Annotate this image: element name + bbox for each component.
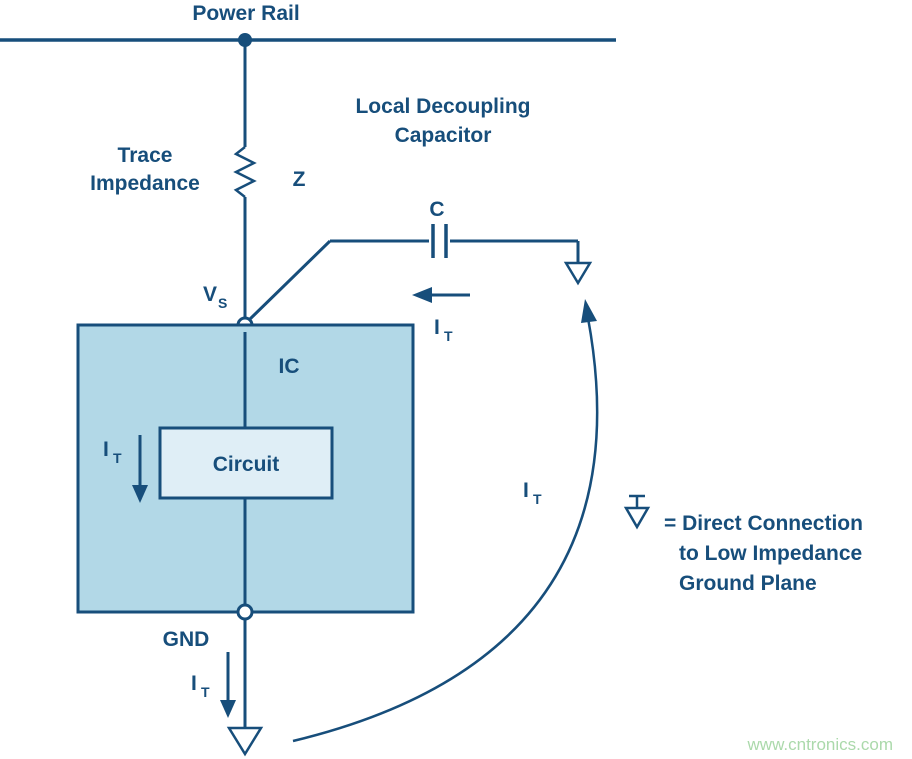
cap-current-arrowhead	[412, 287, 432, 303]
local-decoupling-label-line1: Local Decoupling	[355, 95, 530, 118]
return-current-it-subscript: T	[533, 491, 542, 507]
gnd-current-it-subscript: T	[201, 684, 210, 700]
cap-current-it-subscript: T	[444, 328, 453, 344]
gnd-label: GND	[163, 628, 210, 651]
resistor-symbol	[233, 146, 257, 198]
gnd-node	[236, 603, 254, 621]
z-label: Z	[293, 168, 306, 191]
ic-label: IC	[279, 355, 300, 378]
ic-current-arrowhead	[132, 485, 148, 503]
ic-current-it-label: I	[103, 438, 109, 461]
bottom-ground-symbol	[226, 726, 264, 757]
return-current-arrowhead	[581, 299, 597, 323]
legend-text-line3: Ground Plane	[679, 572, 817, 595]
circuit-label: Circuit	[213, 453, 280, 476]
c-label: C	[429, 198, 444, 221]
vs-label: V	[203, 283, 217, 306]
ic-current-it-subscript: T	[113, 450, 122, 466]
right-ground-symbol	[563, 261, 593, 286]
legend-text-line2: to Low Impedance	[679, 542, 862, 565]
watermark-text: www.cntronics.com	[747, 735, 893, 754]
wire-vs-to-cap-diagonal	[247, 239, 332, 322]
trace-impedance-label-line2: Impedance	[90, 172, 200, 195]
local-decoupling-label-line2: Capacitor	[395, 124, 492, 147]
return-current-it-label: I	[523, 479, 529, 502]
return-current-arc	[292, 317, 599, 743]
vs-label-subscript: S	[218, 295, 227, 311]
legend-text-line1: = Direct Connection	[664, 512, 863, 535]
gnd-current-arrowhead	[220, 700, 236, 718]
legend-ground-symbol	[623, 506, 651, 530]
trace-impedance-label-line1: Trace	[118, 144, 173, 167]
power-rail-label: Power Rail	[192, 2, 299, 25]
cap-current-it-label: I	[434, 316, 440, 339]
gnd-current-it-label: I	[191, 672, 197, 695]
